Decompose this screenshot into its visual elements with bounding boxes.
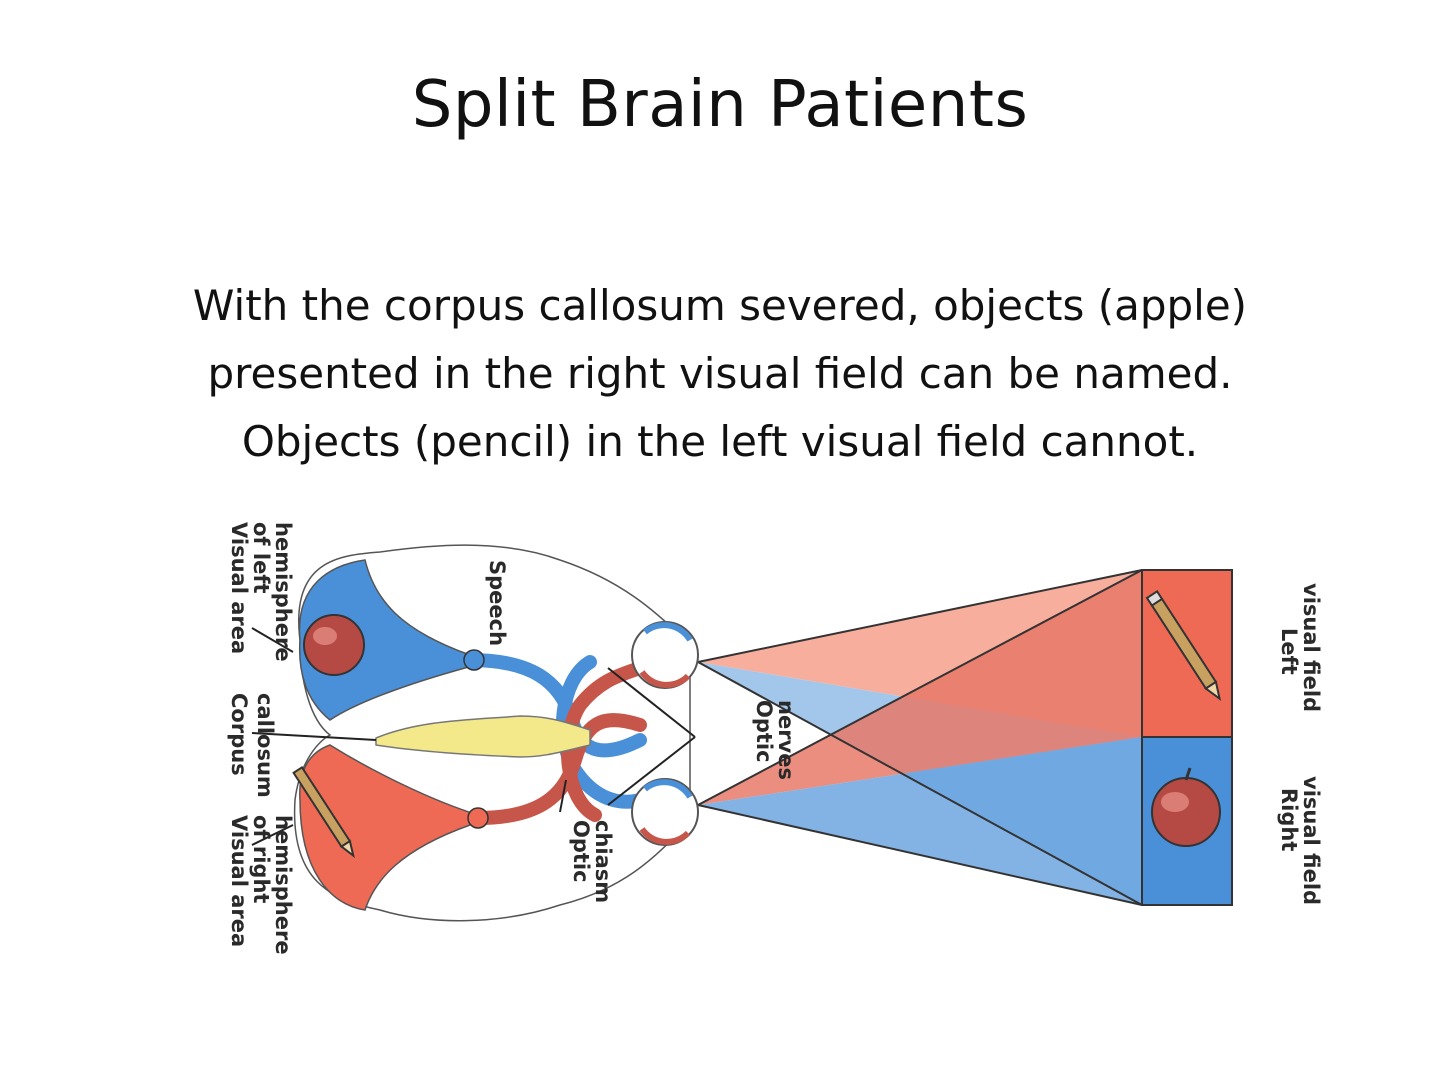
apple-icon bbox=[1151, 767, 1221, 847]
visual-area-right-hemisphere bbox=[299, 744, 480, 911]
label-optic-chiasm-2: chiasm bbox=[591, 820, 615, 903]
label-corpus-1: Corpus bbox=[227, 693, 251, 776]
brain bbox=[292, 544, 699, 922]
body-line-2: presented in the right visual field can … bbox=[207, 349, 1233, 398]
leader-lines bbox=[251, 627, 696, 846]
svg-text:Right visual field: Right visual field bbox=[1277, 776, 1323, 905]
label-visual-area-left-2: of left bbox=[249, 522, 273, 594]
eye-bottom bbox=[631, 778, 699, 846]
body-line-3: Objects (pencil) in the left visual fiel… bbox=[241, 417, 1199, 466]
svg-text:Optic nerves: Optic nerves bbox=[752, 700, 798, 780]
label-optic-chiasm-1: Optic bbox=[569, 820, 593, 883]
slide-body: With the corpus callosum severed, object… bbox=[0, 272, 1440, 476]
pencil-icon bbox=[1145, 589, 1222, 702]
label-left-field-2: visual field bbox=[1299, 583, 1323, 712]
body-line-1: With the corpus callosum severed, object… bbox=[192, 281, 1248, 330]
label-right-field-2: visual field bbox=[1299, 776, 1323, 905]
pencil-brain-icon bbox=[292, 765, 355, 859]
label-visual-area-left-3: hemisphere bbox=[271, 522, 295, 662]
label-visual-area-left-1: Visual area bbox=[227, 522, 251, 654]
label-visual-area-right-1: Visual area bbox=[227, 815, 251, 947]
corpus-callosum bbox=[375, 715, 591, 758]
label-optic-nerves-1: Optic bbox=[752, 700, 776, 763]
svg-text:Speech: Speech bbox=[485, 560, 509, 646]
labels: Visual area of left hemisphere Corpus ca… bbox=[227, 522, 1323, 955]
slide-title: Split Brain Patients bbox=[411, 68, 1029, 142]
label-speech: Speech bbox=[485, 560, 509, 646]
eye-top bbox=[631, 621, 699, 689]
speech-node bbox=[463, 649, 485, 671]
svg-text:Left visual field: Left visual field bbox=[1277, 583, 1323, 712]
svg-text:Optic chiasm: Optic chiasm bbox=[569, 820, 615, 903]
svg-text:Visual area of left: Visual area of left hemisphere bbox=[227, 522, 295, 662]
label-optic-nerves-2: nerves bbox=[774, 700, 798, 780]
svg-text:Corpus callosum: Corpus callosum bbox=[227, 693, 277, 798]
visual-field-screen bbox=[1141, 569, 1233, 906]
apple-brain-icon bbox=[303, 614, 365, 676]
label-visual-area-right-2: of right bbox=[249, 815, 273, 903]
svg-text:Visual area of right: Visual area of right hemisphere bbox=[227, 815, 295, 955]
label-corpus-2: callosum bbox=[253, 693, 277, 798]
label-visual-area-right-3: hemisphere bbox=[271, 815, 295, 955]
label-left-field-1: Left bbox=[1277, 628, 1301, 675]
ray-bottom-eye-right-field bbox=[698, 737, 1142, 905]
label-right-field-1: Right bbox=[1277, 788, 1301, 851]
ray-lines bbox=[697, 569, 1143, 906]
